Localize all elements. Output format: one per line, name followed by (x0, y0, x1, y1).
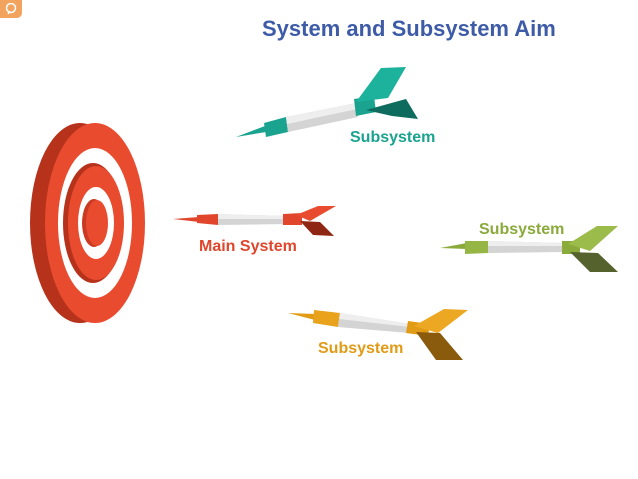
dart-label-subsystem-teal: Subsystem (350, 129, 436, 146)
dart-teal (236, 67, 418, 137)
page-title: System and Subsystem Aim (262, 16, 556, 41)
corner-logo-icon (0, 0, 22, 18)
dart-green (440, 226, 618, 272)
dart-label-subsystem-orange: Subsystem (318, 340, 404, 357)
dart-orange (288, 309, 468, 360)
target-icon (30, 123, 145, 323)
dart-label-main-system: Main System (199, 238, 297, 255)
dart-red (173, 206, 336, 236)
dart-label-subsystem-green: Subsystem (479, 221, 565, 238)
